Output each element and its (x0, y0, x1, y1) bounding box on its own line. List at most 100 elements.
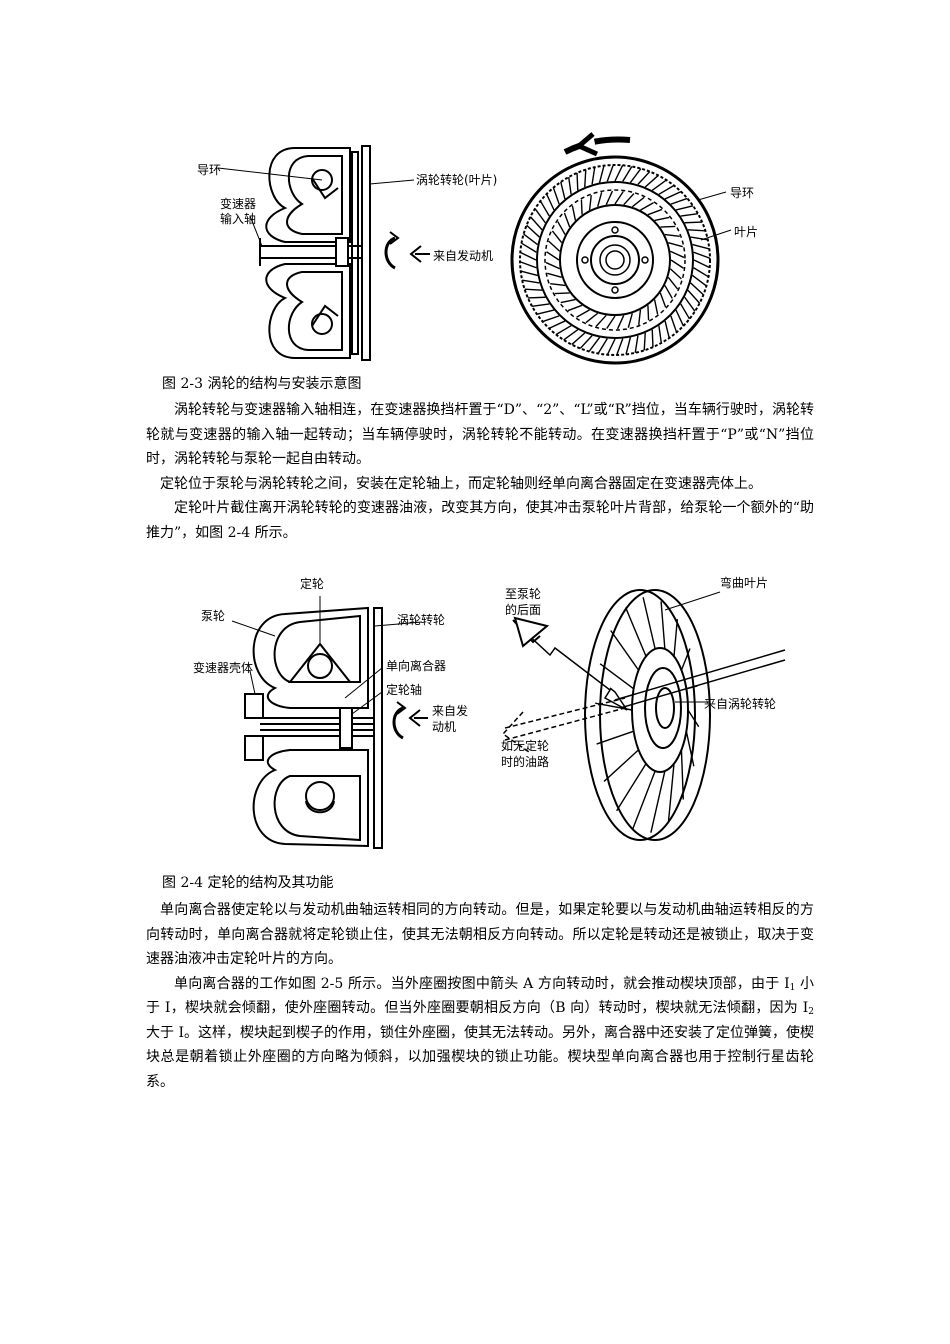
inner-blade (595, 314, 607, 327)
inner-blade (616, 315, 625, 330)
inner-blade (631, 196, 645, 208)
inner-blade (623, 193, 635, 206)
turbine-blade (521, 242, 537, 253)
paragraph: 定轮位于泵轮与涡轮转轮之间，安装在定轮轴上，而定轮轴则经单向离合器固定在变速器壳… (160, 475, 762, 492)
inner-blade (597, 192, 603, 207)
turbine-blade (684, 221, 703, 224)
turbine-blade (651, 329, 654, 348)
inner-blade (554, 292, 570, 295)
label-input-shaft-1: 变速器 (220, 197, 257, 211)
label-from-engine-1: 来自发 (432, 704, 469, 718)
turbine-blade (658, 184, 675, 195)
inner-blade (551, 230, 563, 244)
turbine-blade (524, 288, 543, 291)
inner-blade (614, 191, 624, 205)
inner-blade (638, 309, 642, 325)
label-from-engine: 来自发动机 (433, 249, 494, 263)
turbine-blade (651, 179, 667, 191)
inner-blade (640, 202, 654, 211)
paragraph-segment: 小于 I，楔块就会倾翻，使外座圈转动。但当外座圈要朝相反方向（B 向）转动时，楔… (146, 975, 815, 1017)
stator-blade (603, 749, 640, 782)
stator-blade (660, 601, 666, 649)
turbine-blade (664, 190, 682, 200)
turbine-blade (531, 303, 550, 307)
label-curved-blade: 弯曲叶片 (720, 576, 769, 590)
figure-2-4-caption: 图 2-4 定轮的结构及其功能 (162, 875, 334, 891)
paragraph: 单向离合器使定轮以与发动机曲轴运转相同的方向转动。但是，如果定轮要以与发动机曲轴… (146, 902, 814, 967)
subscript: 1 (789, 982, 796, 993)
turbine-blade (527, 296, 546, 299)
inner-blade (546, 251, 560, 261)
turbine-blade (542, 315, 560, 323)
turbine-blade (664, 320, 670, 339)
turbine-blade (692, 243, 710, 250)
inner-blade (571, 205, 577, 221)
stator-blade (650, 770, 666, 833)
turbine-blade (545, 193, 555, 211)
label-pump: 泵轮 (201, 609, 226, 623)
turbine-blade (523, 233, 538, 246)
label-stator: 定轮 (300, 577, 325, 591)
turbine-blade (584, 169, 587, 188)
inner-blade (667, 276, 679, 290)
label-from-turbine: 来自涡轮转轮 (704, 697, 777, 711)
turbine-blade (555, 325, 572, 336)
turbine-blade (614, 164, 624, 182)
turbine-blade (520, 270, 538, 277)
turbine-blade (637, 171, 651, 185)
stator-blade (624, 607, 647, 657)
label-housing: 变速器壳体 (193, 661, 254, 675)
inner-blade (563, 212, 571, 228)
stator-blade (685, 731, 695, 767)
label-input-shaft-2: 输入轴 (220, 212, 257, 226)
inner-blade (567, 304, 583, 312)
body-text-2: 单向离合器使定轮以与发动机曲轴运转相同的方向转动。但是，如果定轮要以与发动机曲轴… (146, 898, 814, 1094)
turbine-blade (606, 338, 616, 356)
subscript: 2 (808, 1007, 814, 1017)
label-guide-ring-right: 导环 (730, 186, 755, 200)
inner-blade (606, 315, 616, 329)
turbine-blade (680, 213, 699, 217)
turbine-blade (675, 309, 685, 327)
inner-blade (647, 305, 650, 321)
turbine-blade (534, 208, 546, 224)
turbine-blade (571, 332, 586, 346)
turbine-blade (529, 216, 543, 231)
label-from-engine-2: 动机 (432, 720, 457, 734)
turbine-blade (670, 197, 688, 205)
turbine-blade (675, 205, 694, 211)
stator-blade (599, 663, 635, 690)
inner-blade (627, 313, 633, 328)
inner-blade (548, 240, 561, 252)
label-no-stator-1: 如无定轮 (501, 739, 550, 753)
turbine-blade (625, 337, 632, 355)
turbine-blade (687, 229, 706, 232)
turbine-blade (687, 289, 701, 304)
turbine-blade (576, 172, 579, 191)
turbine-blade (536, 309, 555, 315)
turbine-blade (622, 166, 633, 182)
inner-blade (550, 283, 566, 287)
paragraph: 单向离合器的工作如图 2-5 所示。当外座圈按图中箭头 A 方向转动时，就会推动… (146, 972, 814, 1095)
inner-blade (654, 216, 670, 222)
inner-blade (653, 299, 659, 315)
figure-2-3-caption: 图 2-3 涡轮的结构与安装示意图 (162, 376, 362, 392)
turbine-blade (588, 337, 601, 352)
figure-2-3-turbine-wheel (510, 132, 732, 365)
inner-blade (580, 199, 583, 215)
turbine-blade (670, 315, 678, 333)
inner-blade (647, 208, 663, 216)
inner-blade (664, 285, 673, 299)
stator-blade (616, 763, 647, 812)
stator-blade (687, 709, 700, 728)
inner-blade (576, 309, 590, 318)
figure-2-4-stator-wheel (501, 589, 786, 841)
stator-blade (667, 763, 675, 823)
turbine-blade (634, 335, 639, 353)
label-one-way-clutch: 单向离合器 (386, 659, 447, 673)
turbine-blade (616, 338, 624, 356)
stator-blade (673, 619, 679, 657)
turbine-blade (560, 181, 566, 200)
inner-blade (588, 195, 592, 211)
inner-blade (660, 225, 676, 228)
